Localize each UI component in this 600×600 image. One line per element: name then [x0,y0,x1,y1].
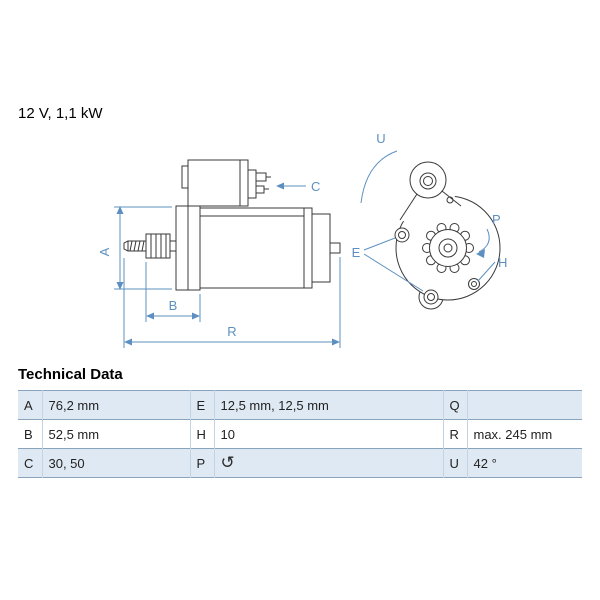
spec-key-e: E [190,390,215,420]
dimension-label-c: C [311,179,320,194]
spec-key-a: A [18,390,43,420]
spec-key-u: U [443,448,468,478]
spec-key-q: Q [443,390,468,420]
dimension-label-p: P [492,212,501,227]
dimension-label-u: U [376,131,385,146]
spec-value-e: 12,5 mm, 12,5 mm [214,390,444,420]
table-row: A 76,2 mm E 12,5 mm, 12,5 mm Q [18,390,582,420]
table-row: C 30, 50 P ↺ U 42 ° [18,448,582,478]
spec-key-h: H [190,419,215,449]
spec-value-a: 76,2 mm [42,390,191,420]
spec-value-b: 52,5 mm [42,419,191,449]
spec-value-r: max. 245 mm [473,426,553,442]
spec-key-b: B [18,419,43,449]
spec-key-c: C [18,448,43,478]
dimension-label-b: B [169,298,178,313]
spec-key-p: P [190,448,215,478]
spec-value-h: 10 [214,419,444,449]
technical-data-table: A 76,2 mm E 12,5 mm, 12,5 mm Q B 52,5 mm… [18,390,582,478]
spec-value-p: ↺ [214,448,444,478]
starter-front-view [394,161,501,310]
spec-key-r: R [443,419,468,449]
starter-motor-diagram: A B C R U P E H [97,131,507,348]
front-view-annotations [360,150,496,292]
dimension-label-a: A [97,247,112,256]
technical-data-title: Technical Data [18,366,123,383]
table-row: B 52,5 mm H 10 R max. 245 mm [18,419,582,449]
starter-side-view [123,159,341,291]
spec-value-q [467,391,582,420]
dimension-label-e: E [352,245,361,260]
spec-value-u: 42 ° [473,455,497,471]
spec-value-c: 30, 50 [42,448,191,478]
counterclockwise-rotation-icon: ↺ [220,452,235,473]
voltage-power-spec: 12 V, 1,1 kW [18,105,103,122]
dimension-label-h: H [498,255,507,270]
dimension-label-r: R [227,324,236,339]
dimension-lines [114,182,341,348]
